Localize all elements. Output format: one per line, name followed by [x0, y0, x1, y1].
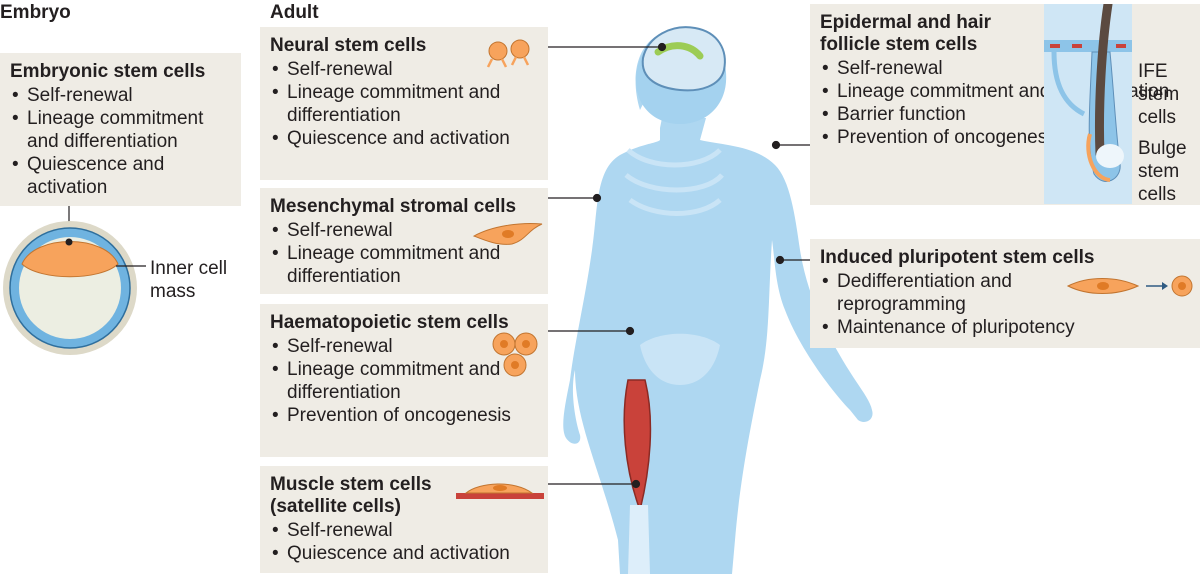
connector-lines	[548, 42, 810, 489]
mesenchymal-cell-icon	[472, 223, 543, 245]
mesenchymal-title: Mesenchymal stromal cells	[270, 196, 517, 217]
haematopoietic-cell-icon	[492, 332, 538, 377]
neural-item: Lineage commitment and differentiation	[270, 81, 538, 127]
ipsc-title: Induced pluripotent stem cells	[820, 247, 1095, 268]
neural-list: Self-renewal Lineage commitment and diff…	[270, 58, 538, 150]
neural-item: Self-renewal	[270, 58, 538, 81]
inner-cell-mass	[21, 241, 119, 278]
bulge-stem-cells-label: Bulge stem cells	[1138, 138, 1187, 205]
adult-section-title: Adult	[270, 2, 319, 23]
mesenchymal-list: Self-renewal Lineage commitment and diff…	[270, 219, 538, 288]
epidermal-list: Self-renewal Lineage commitment and diff…	[820, 57, 1190, 149]
ife-stem-cells-label: IFE stem cells	[1138, 61, 1180, 128]
embryonic-title: Embryonic stem cells	[10, 61, 206, 82]
embryonic-item: Quiescence and activation	[10, 153, 231, 199]
muscle-list: Self-renewal Quiescence and activation	[270, 519, 538, 565]
neural-cell-icon	[486, 39, 530, 68]
neural-title: Neural stem cells	[270, 35, 427, 56]
embryonic-stem-cells-box: Embryonic stem cells Self-renewal Lineag…	[0, 53, 241, 206]
epidermal-item: Barrier function	[820, 103, 1190, 126]
ipsc-item: Maintenance of pluripotency	[820, 316, 1190, 339]
haematopoietic-title: Haematopoietic stem cells	[270, 312, 509, 333]
epidermal-item: Self-renewal	[820, 57, 1190, 80]
embryo-section-title: Embryo	[0, 2, 71, 23]
haematopoietic-item: Prevention of oncogenesis	[270, 404, 538, 427]
haematopoietic-item: Lineage commitment and differentiation	[270, 358, 538, 404]
epidermal-title: Epidermal and hair follicle stem cells	[820, 12, 992, 55]
ipsc-list: Dedifferentiation and reprogramming Main…	[820, 270, 1190, 339]
arrow-right-icon	[1162, 282, 1168, 290]
embryonic-item: Lineage commitment and differentiation	[10, 107, 231, 153]
epidermal-hair-follicle-stem-cells-box: Epidermal and hair follicle stem cells S…	[810, 4, 1200, 205]
haematopoietic-item: Self-renewal	[270, 335, 538, 358]
embryonic-list: Self-renewal Lineage commitment and diff…	[10, 84, 231, 199]
blastocyst-illustration	[3, 206, 146, 355]
haematopoietic-list: Self-renewal Lineage commitment and diff…	[270, 335, 538, 427]
human-body-figure	[563, 26, 873, 574]
muscle-item: Self-renewal	[270, 519, 538, 542]
epidermal-item: Lineage commitment and differentiation	[820, 80, 1190, 103]
embryonic-item: Self-renewal	[10, 84, 231, 107]
hair-follicle-illustration	[1044, 4, 1132, 204]
haematopoietic-stem-cells-box: Haematopoietic stem cells Self-renewal L…	[260, 304, 548, 457]
reprogramming-icon	[1066, 275, 1193, 297]
neural-item: Quiescence and activation	[270, 127, 538, 150]
satellite-cell-icon	[456, 483, 544, 499]
induced-pluripotent-stem-cells-box: Induced pluripotent stem cells Dediffere…	[810, 239, 1200, 348]
muscle-item: Quiescence and activation	[270, 542, 538, 565]
inner-cell-mass-label: Inner cell mass	[150, 258, 228, 302]
mesenchymal-item: Self-renewal	[270, 219, 538, 242]
epidermal-item: Prevention of oncogenesis	[820, 126, 1190, 149]
mesenchymal-item: Lineage commitment and differentiation	[270, 242, 538, 288]
ipsc-item: Dedifferentiation and reprogramming	[820, 270, 1067, 316]
muscle-title: Muscle stem cells (satellite cells)	[270, 474, 432, 517]
